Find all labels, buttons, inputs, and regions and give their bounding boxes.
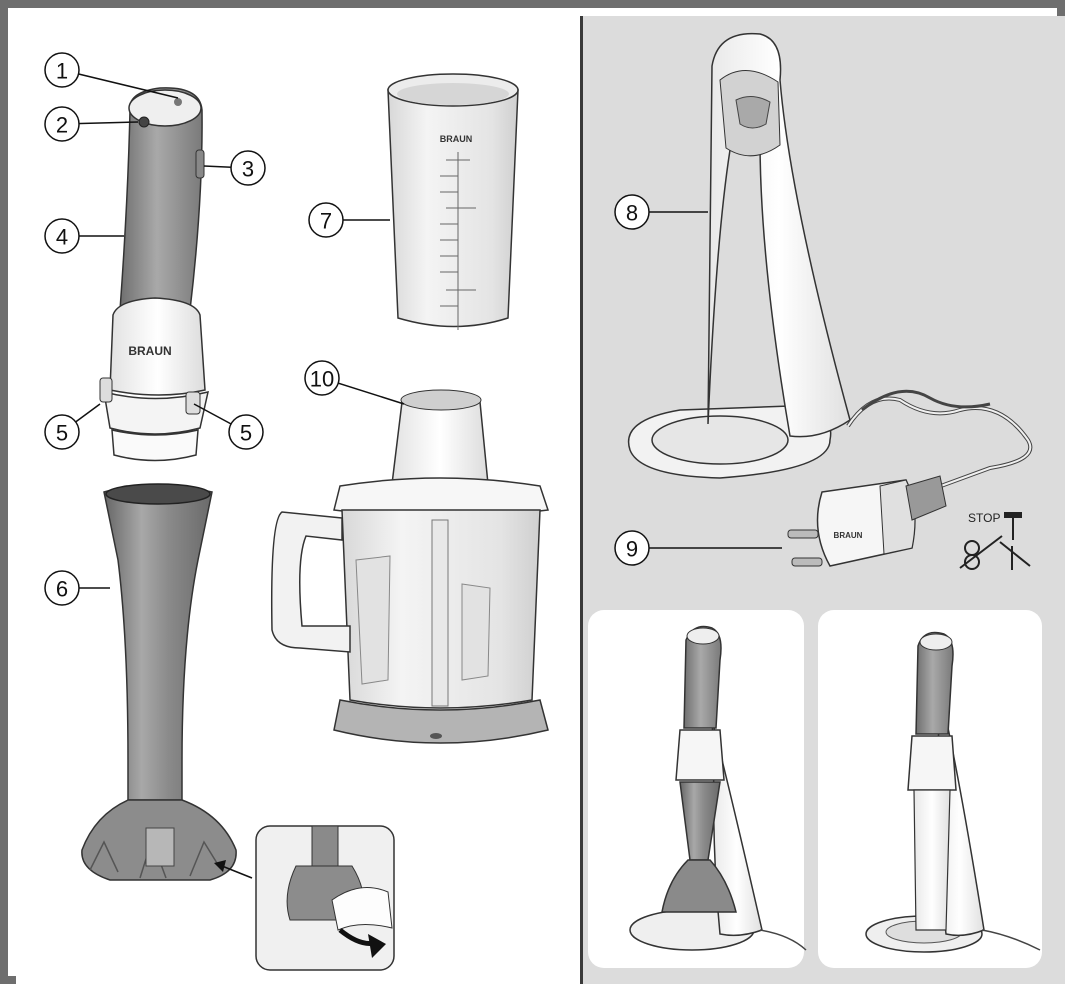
- callout-leader-line: [61, 69, 179, 99]
- callout-6: 5: [193, 403, 264, 450]
- callout-number: 1: [56, 59, 68, 84]
- power-plug: BRAUN: [787, 475, 947, 567]
- arrow-to-inset-icon: [214, 860, 253, 879]
- blender-shaft: [81, 483, 237, 881]
- inset-blade-removal: [255, 825, 395, 971]
- callout-circle: [308, 202, 344, 238]
- callout-number: 6: [56, 577, 68, 602]
- callout-circle: [614, 194, 650, 230]
- callout-number: 7: [320, 209, 332, 234]
- motor-part: BRAUN: [99, 87, 209, 462]
- chopper-attachment: [270, 389, 549, 744]
- stop-cut-warning-icon: STOP: [959, 511, 1031, 570]
- callout-8: 7: [308, 202, 390, 238]
- callout-5: 5: [44, 403, 101, 450]
- callout-4: 4: [44, 218, 124, 254]
- callout-number: 2: [56, 113, 68, 138]
- panel-divider: [580, 16, 583, 984]
- callout-circle: [228, 414, 264, 450]
- callout-circle: [44, 414, 80, 450]
- turbo-switch-icon: [195, 149, 205, 179]
- brand-logo: BRAUN: [128, 344, 171, 358]
- stop-label: STOP: [968, 511, 1000, 525]
- speed-light-icon: [174, 98, 182, 106]
- charging-stand: [627, 32, 851, 479]
- release-button-left-icon: [99, 377, 113, 403]
- callout-number: 8: [626, 201, 638, 226]
- callouts: 1 2 3 4 5 5 6 7 8 9 10: [44, 52, 782, 606]
- callout-circle: [44, 218, 80, 254]
- release-button-right-icon: [185, 391, 201, 415]
- callout-number: 4: [56, 225, 68, 250]
- callout-circle: [304, 360, 340, 396]
- stand-with-shaft-view: [588, 610, 807, 968]
- measuring-beaker: BRAUN: [387, 73, 519, 330]
- callout-number: 3: [242, 157, 254, 182]
- callout-circle: [44, 52, 80, 88]
- callout-circle: [44, 570, 80, 606]
- callout-number: 9: [626, 537, 638, 562]
- stand-with-motor-view: [818, 610, 1042, 968]
- callout-9: 8: [614, 194, 708, 230]
- power-cord: [846, 389, 1033, 492]
- callout-3: 3: [203, 150, 266, 186]
- callout-1: 1: [44, 52, 179, 99]
- callout-7: 6: [44, 570, 110, 606]
- callout-number: 5: [240, 421, 252, 446]
- callout-2: 2: [44, 106, 139, 142]
- callout-number: 5: [56, 421, 68, 446]
- beaker-scale: [440, 159, 476, 307]
- callout-11: 10: [304, 360, 405, 405]
- beaker-brand-logo: BRAUN: [440, 134, 473, 144]
- plug-brand-logo: BRAUN: [834, 531, 863, 540]
- callout-number: 10: [310, 367, 334, 392]
- switch-on-button-icon: [138, 116, 150, 128]
- callout-circle: [230, 150, 266, 186]
- callout-circle: [614, 530, 650, 566]
- callout-10: 9: [614, 530, 782, 566]
- callout-circle: [44, 106, 80, 142]
